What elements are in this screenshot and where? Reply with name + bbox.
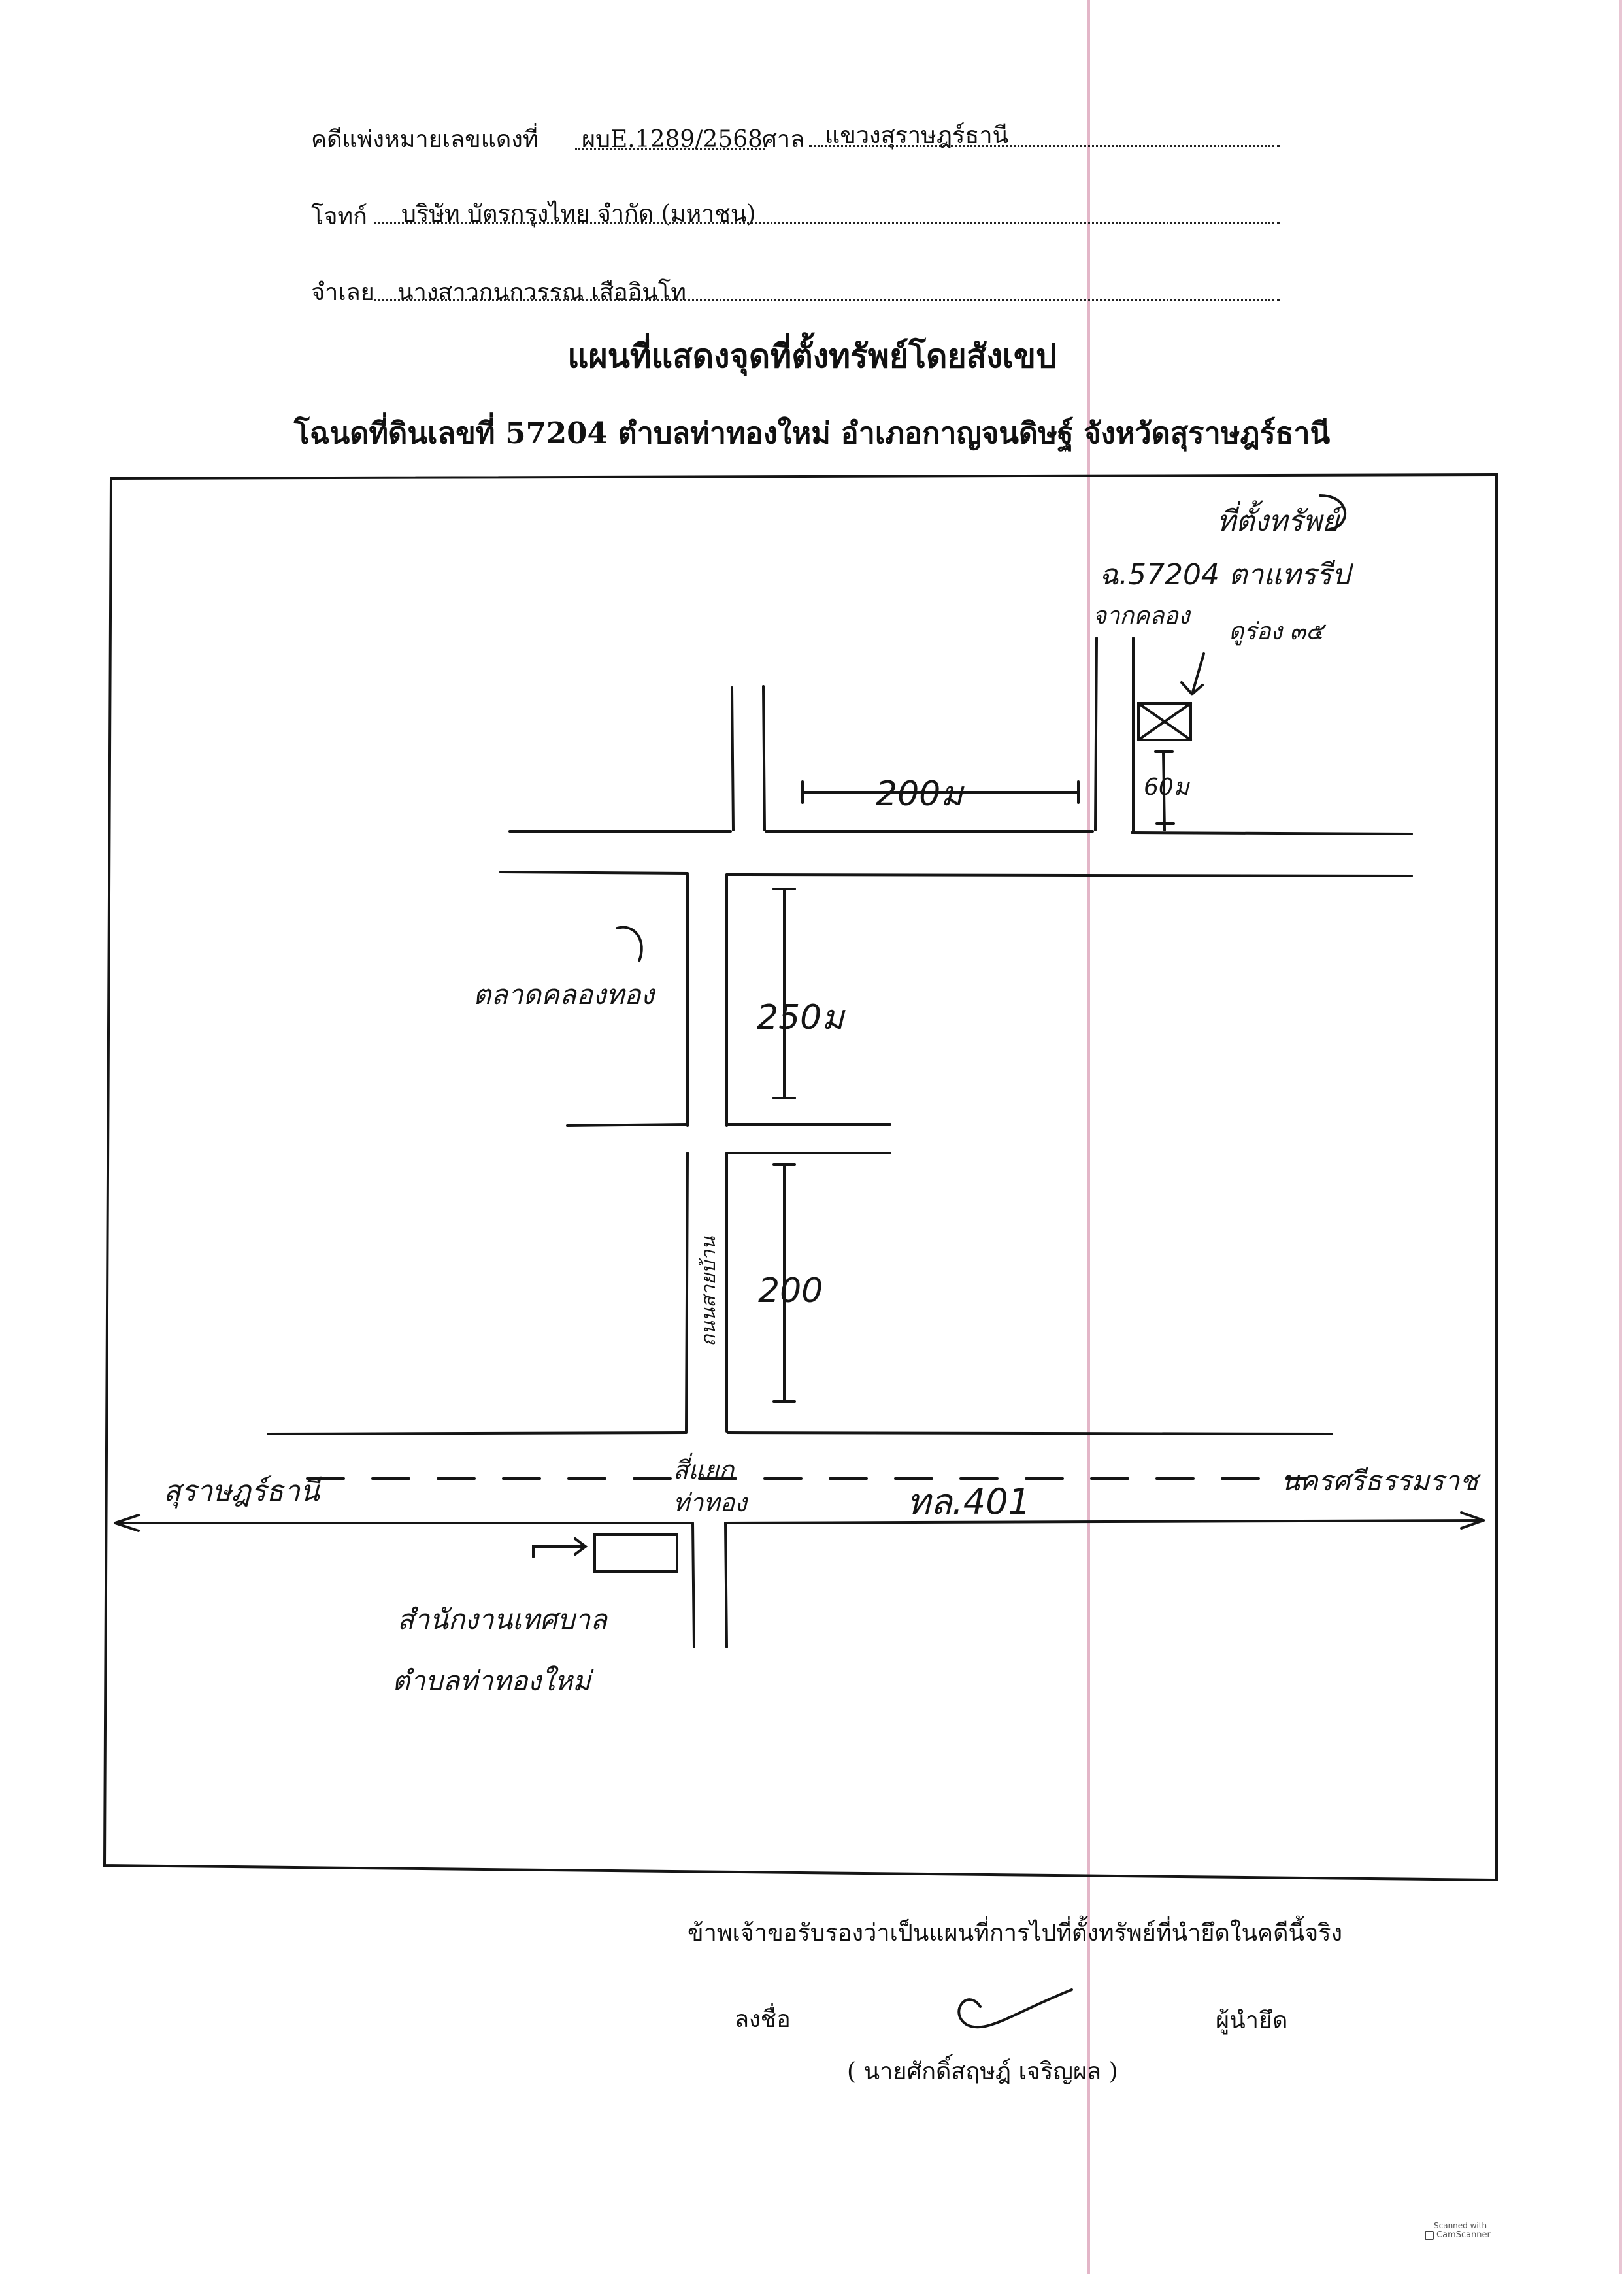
highway-upper-edge-right [727,1431,1333,1435]
distance-200: 200 [758,1271,823,1311]
defendant-label: จำเลย [311,279,374,306]
scan-artifact-line-right [1619,0,1622,2274]
defendant-underline [374,299,1280,301]
court-name: แขวงสุราษฎร์ธานี [825,122,1009,149]
certification-text: ข้าพเจ้าขอรับรองว่าเป็นแผนที่การไปที่ตั้… [688,1920,1343,1947]
map-frame [103,473,1498,1882]
south-road-right-edge [724,1522,728,1648]
top-road-upper-edge-east [1131,831,1413,835]
upper-road-left-edge [731,686,735,831]
property-label-4: ดูร่อง ๓๕ [1229,618,1327,646]
property-note-circle [1319,494,1347,531]
handwritten-signature [957,1988,1073,2029]
side-road-label: ถนนสายบ้าน [697,1235,720,1346]
property-lane-left [1094,637,1098,831]
property-arrow [1180,652,1205,696]
property-label-1: ที่ตั้งทรัพย์ [1217,500,1344,538]
property-marker-cross [1137,702,1192,741]
case-number-label: คดีแพ่งหมายเลขแดงที่ [311,126,539,153]
property-marker [1137,702,1192,741]
court-underline [809,145,1280,147]
court-label: ศาล [762,126,805,153]
distance-60m: 60ม [1144,774,1191,801]
signer-name: ( นายศักดิ์สฤษฎ์ เจริญผล ) [847,2058,1118,2085]
market-note-circle [616,926,643,962]
highway-label: ทล.401 [907,1481,1031,1522]
distance-200m-top: 200ม [876,775,965,814]
mid-road-upper-edge-left [566,1123,688,1127]
camscanner-icon [1425,2230,1434,2240]
signature-label: ลงชื่อ [735,2006,791,2033]
signer-role: ผู้นำยึด [1216,2007,1288,2034]
municipal-office-arrow [532,1537,588,1558]
property-label-3: จากคลอง [1093,603,1191,629]
plaintiff-underline [374,222,1280,224]
right-destination: นครศรีธรรมราช [1281,1465,1481,1497]
highway-lower-edge-right [724,1519,1485,1524]
defendant-name: นางสาวกนกวรรณ เสืออินโท [397,279,686,306]
scan-artifact-line [1087,0,1090,2274]
left-destination: สุราษฎร์ธานี [163,1475,322,1509]
distance-250m: 250ม [757,998,846,1037]
left-arrow [114,1514,140,1532]
page-subtitle: โฉนดที่ดินเลขที่ 57204 ตำบลท่าทองใหม่ อำ… [293,416,1331,450]
dimension-200m-top [801,780,1080,804]
highway-upper-edge-left [267,1431,688,1435]
market-label: ตลาดคลองทอง [473,978,655,1011]
right-arrow [1460,1511,1485,1530]
page-title: แผนที่แสดงจุดที่ตั้งทรัพย์โดยสังเขป [567,337,1057,375]
scanner-watermark: Scanned with CamScanner [1425,2221,1491,2240]
south-road-left-edge [691,1522,695,1648]
dimension-250m [772,888,796,1099]
municipal-office-marker [593,1533,678,1573]
main-road-left-edge-2 [685,1152,689,1433]
landmark-label-2: ตำบลท่าทองใหม่ [392,1665,594,1697]
top-road-lower-edge-right [725,873,1413,877]
scanner-watermark-brand: CamScanner [1436,2230,1491,2240]
junction-label-2: ท่าทอง [673,1488,748,1517]
top-road-lower-edge-left [499,871,689,875]
landmark-label-1: สำนักงานเทศบาล [397,1603,608,1635]
scanner-watermark-line1: Scanned with [1434,2221,1487,2230]
upper-road-right-edge [762,685,766,831]
property-label-2: ฉ.57204 ตาแทรรีป [1099,558,1354,592]
junction-label-1: สี่แยก [673,1452,735,1484]
dimension-200 [772,1163,796,1403]
dimension-60m [1154,750,1175,831]
case-number-underline [575,148,765,150]
scanner-watermark-line2: CamScanner [1425,2230,1491,2240]
plaintiff-label: โจทก์ [311,203,367,230]
